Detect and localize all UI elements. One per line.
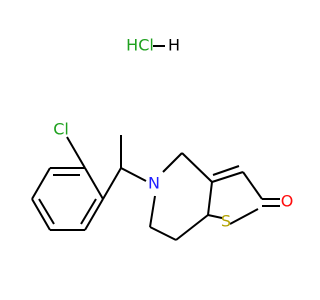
nitrogen-methylene-bond — [149, 195, 156, 228]
alkene-bond — [211, 171, 244, 183]
ring-bond — [242, 171, 263, 200]
sulfur-label: S — [221, 212, 231, 231]
aryl-chlorine-label: Cl — [53, 120, 69, 139]
nitrogen-methylene-bond — [162, 152, 183, 173]
aromatic-bond — [31, 198, 51, 231]
chemical-structure-diagram: HCl H Cl N S O — [31, 36, 293, 241]
aromatic-bond — [31, 167, 51, 200]
aromatic-double-bond — [38, 198, 55, 225]
oxygen-label: O — [281, 192, 294, 211]
carbon-nitrogen-bond — [120, 167, 147, 182]
salt-chloride-label: HCl — [126, 36, 154, 55]
carbon-sulfur-bond — [207, 214, 223, 219]
ring-bond — [175, 214, 209, 241]
hydrogen-chloride-salt: HCl H — [126, 36, 180, 55]
ring-bond — [149, 226, 177, 241]
ring-bond — [207, 181, 213, 216]
nitrogen-label: N — [148, 174, 160, 193]
aromatic-bond — [84, 167, 104, 200]
alkene-double-bond — [212, 165, 240, 176]
bond-lines — [31, 135, 280, 241]
atom-labels: Cl N S O — [53, 120, 293, 231]
aromatic-bond — [84, 198, 104, 231]
aromatic-double-bond — [80, 198, 97, 225]
aryl-chloride-bond — [66, 136, 86, 169]
salt-hydrogen-label: H — [168, 36, 180, 55]
ring-bond — [181, 152, 213, 183]
carbon-sulfur-bond — [229, 208, 259, 225]
aryl-ethyl-bond — [102, 167, 122, 200]
